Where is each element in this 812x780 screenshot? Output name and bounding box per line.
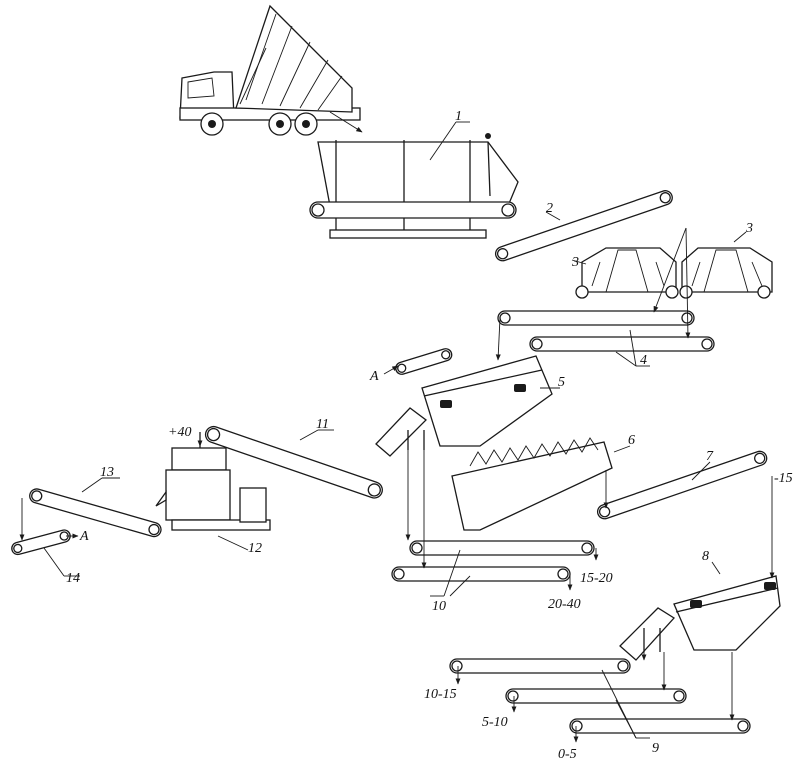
label-3-left: 3 (571, 255, 579, 270)
label-13: 13 (100, 465, 114, 480)
conveyors (11, 190, 768, 734)
marker-a-top: A (369, 369, 379, 384)
label-6: 6 (628, 433, 635, 448)
fraction-15-20: 15-20 (580, 571, 613, 586)
label-10: 10 (432, 599, 446, 614)
label-11: 11 (316, 417, 329, 432)
screen-5 (375, 355, 553, 457)
screen-8 (619, 575, 781, 661)
jaw-crushers (575, 247, 773, 299)
label-12: 12 (248, 541, 262, 556)
label-2: 2 (546, 201, 553, 216)
fraction-20-40: 20-40 (548, 597, 581, 612)
fraction-5-10: 5-10 (482, 715, 508, 730)
label-14: 14 (66, 571, 80, 586)
washer-6 (451, 437, 613, 531)
label-9: 9 (652, 741, 659, 756)
fraction-plus40: +40 (168, 425, 191, 440)
label-5: 5 (558, 375, 565, 390)
label-8: 8 (702, 549, 709, 564)
label-7: 7 (706, 449, 714, 464)
cone-crusher-12 (155, 432, 271, 531)
leader-lines (43, 121, 747, 739)
marker-a-bottom: A (79, 529, 89, 544)
fraction-minus15: -15 (774, 471, 793, 486)
fraction-0-5: 0-5 (558, 747, 577, 762)
fraction-10-15: 10-15 (424, 687, 457, 702)
flow-lines (19, 227, 775, 743)
label-4: 4 (640, 353, 647, 368)
label-3-right: 3 (745, 221, 753, 236)
receiving-hopper (317, 133, 519, 239)
dump-truck (179, 4, 363, 136)
labels: 1 2 3 3 4 5 6 7 8 9 10 11 12 13 14 +40 -… (66, 109, 793, 762)
label-1: 1 (455, 109, 462, 124)
